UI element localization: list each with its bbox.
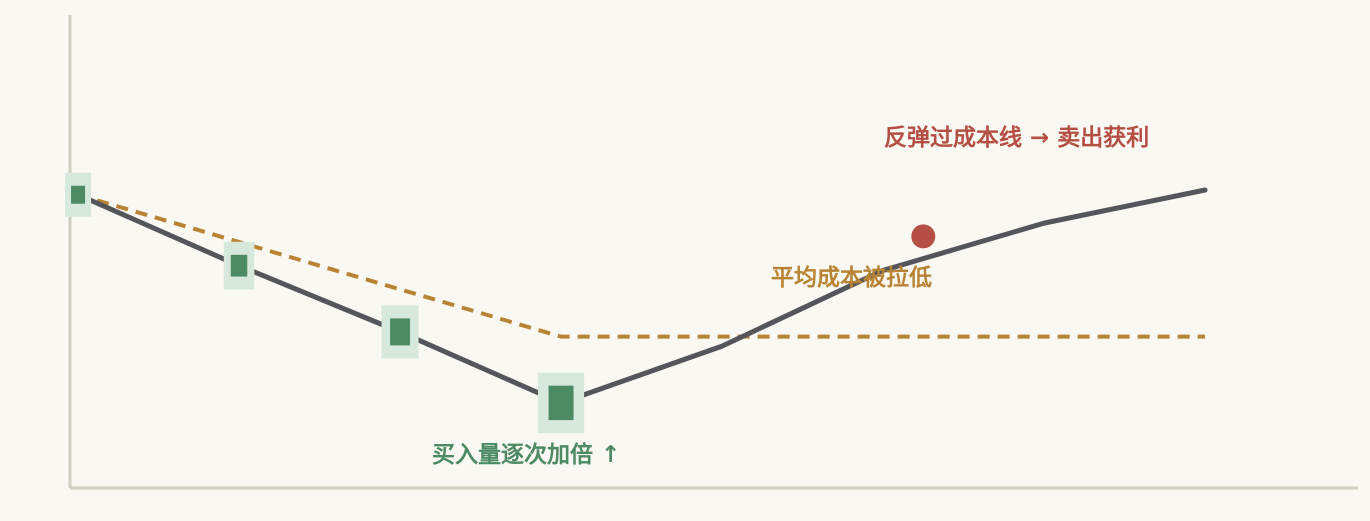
annotation-buy: 买入量逐次加倍 ↑ — [432, 441, 620, 468]
buy-marker-1 — [71, 185, 86, 204]
annotation-sell: 反弹过成本线 → 卖出获利 — [884, 124, 1149, 151]
price-line — [75, 187, 1208, 406]
buy-marker-3 — [390, 318, 411, 346]
buy-markers — [65, 172, 585, 434]
annotation-cost: 平均成本被拉低 — [771, 264, 932, 291]
buy-marker-2 — [230, 254, 248, 277]
sell-point — [911, 224, 936, 249]
buy-marker-4 — [548, 385, 574, 421]
